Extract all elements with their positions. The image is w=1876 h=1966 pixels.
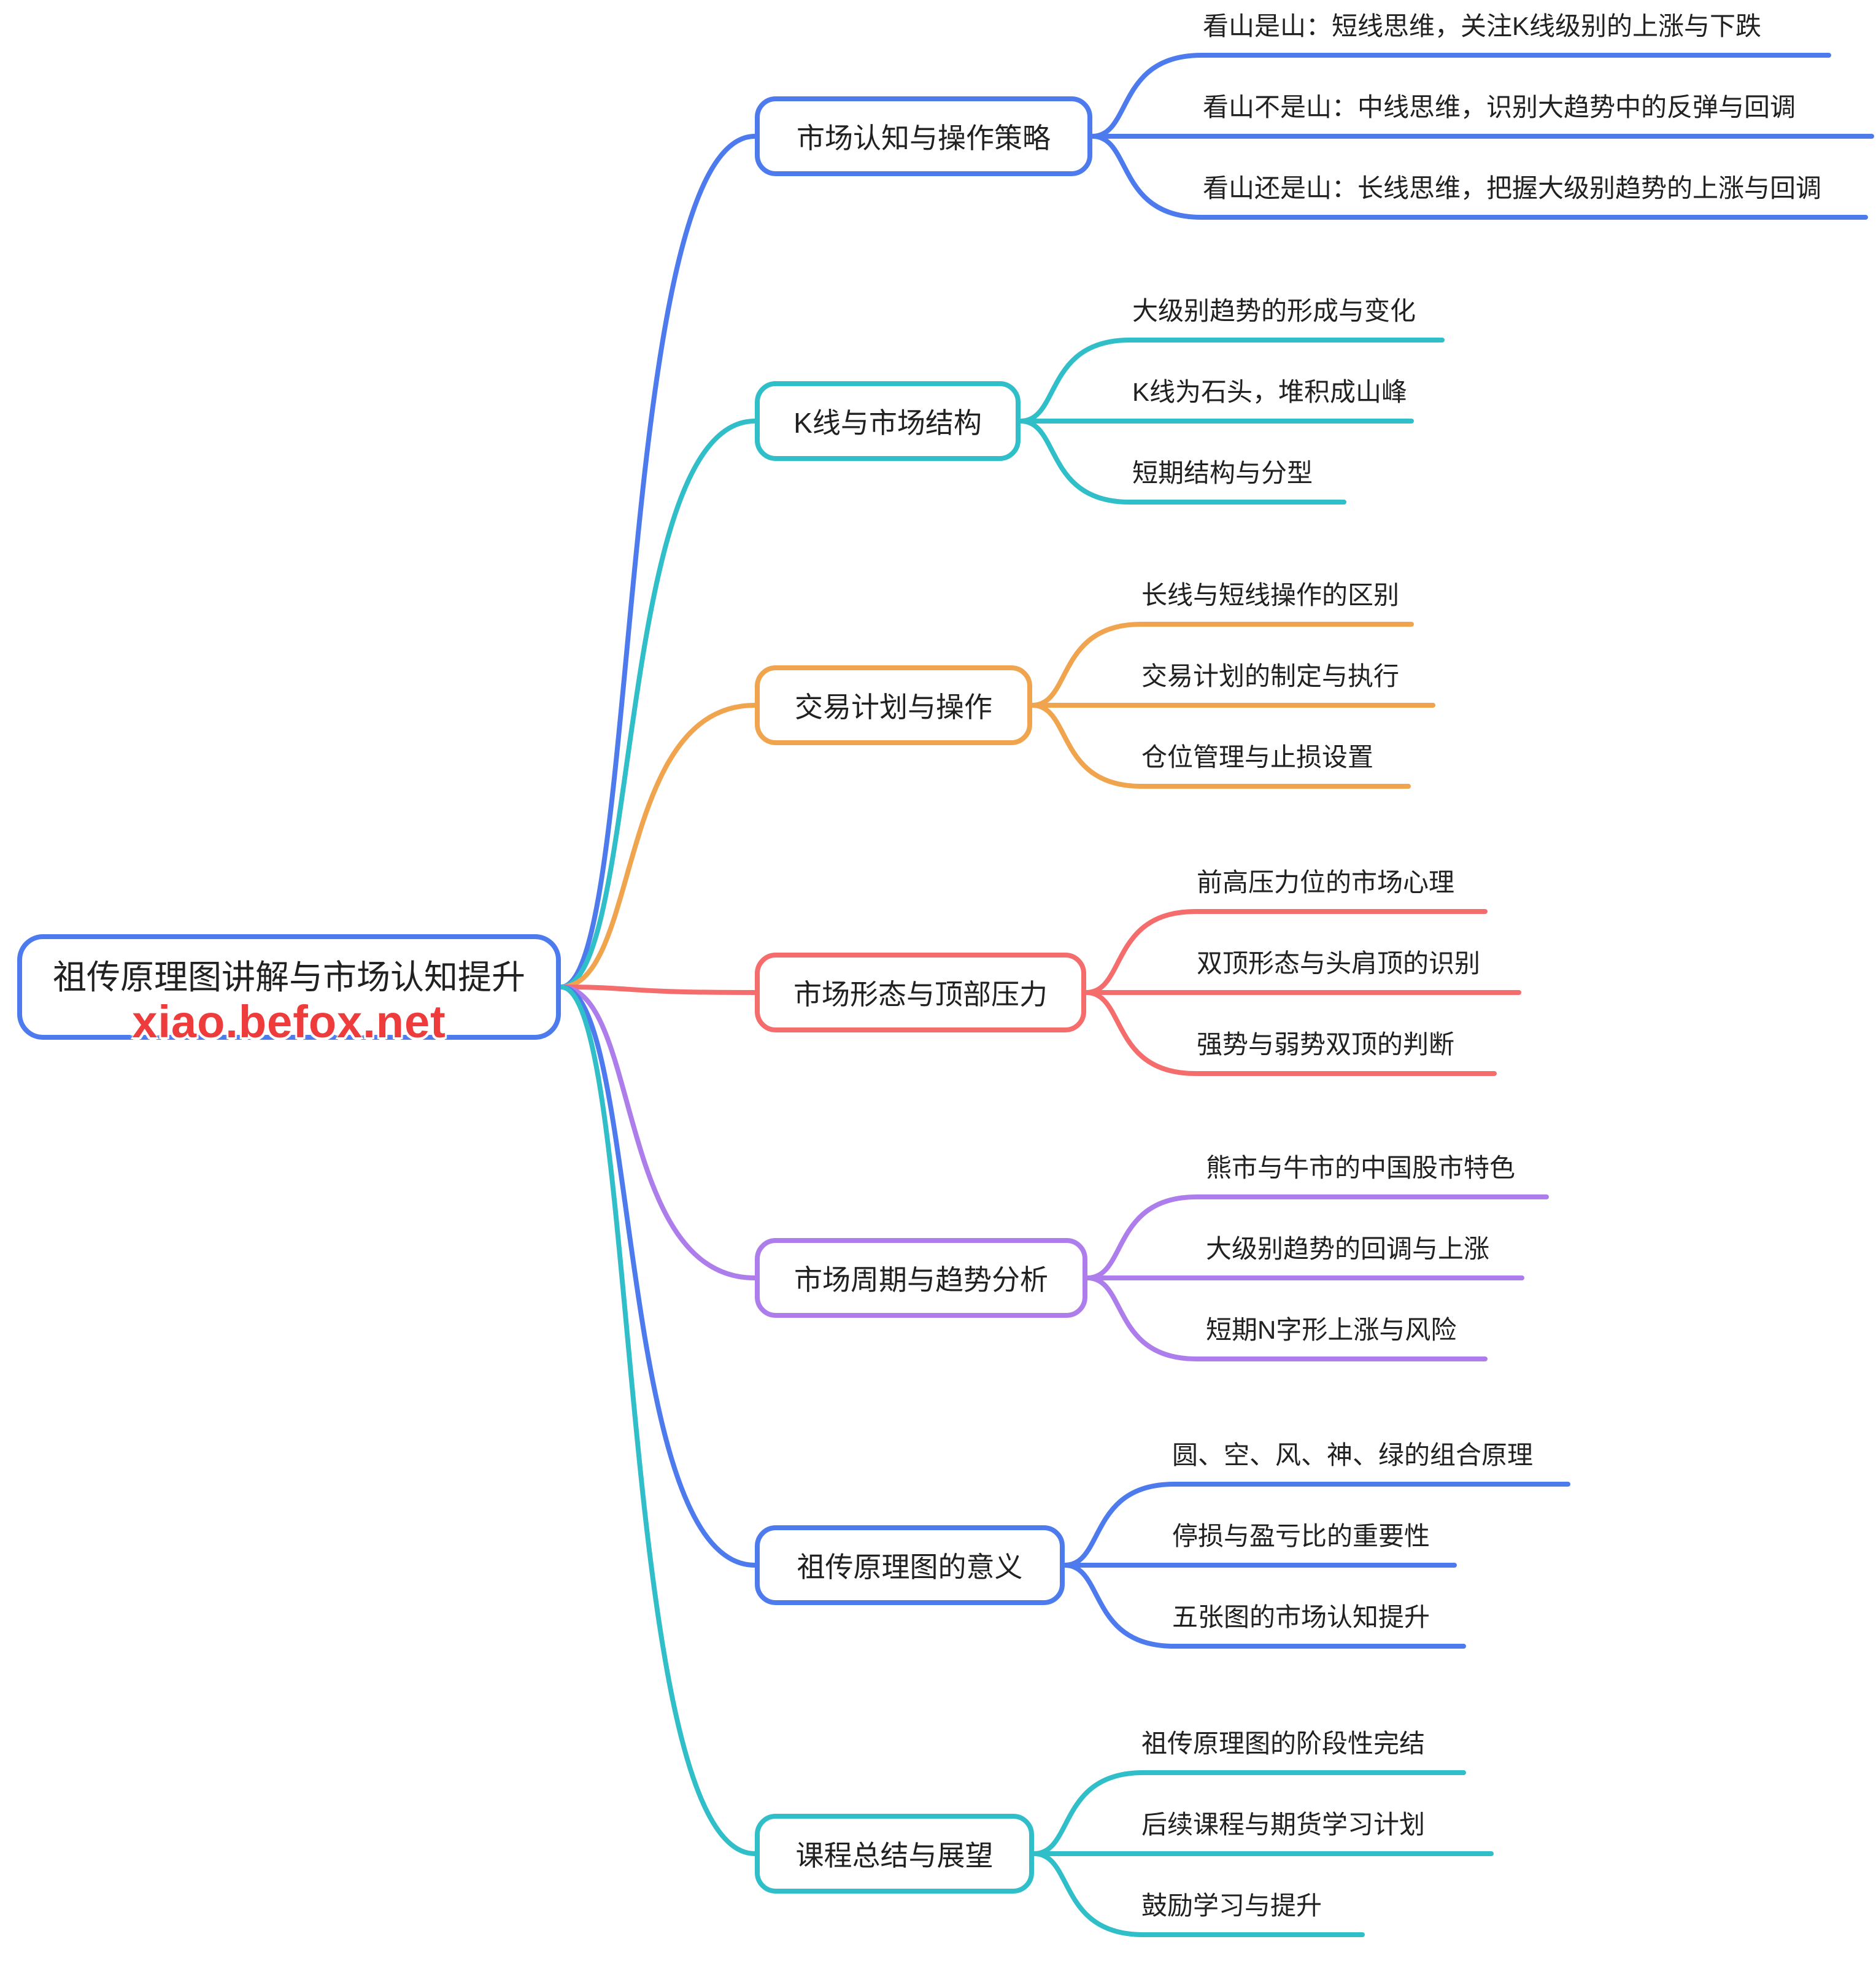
branch-node-4[interactable]: 市场形态与顶部压力 [755, 953, 1086, 1032]
connector-line [1062, 1482, 1570, 1568]
connector-line [558, 703, 757, 989]
subtopic-6-2[interactable]: 停损与盈亏比的重要性 [1172, 1522, 1430, 1550]
subtopic-1-1[interactable]: 看山是山：短线思维，关注K线级别的上涨与下跌 [1203, 12, 1762, 41]
subtopic-2-1[interactable]: 大级别趋势的形成与变化 [1132, 296, 1416, 325]
branch-label-4: 市场形态与顶部压力 [793, 978, 1048, 1010]
branch-node-3[interactable]: 交易计划与操作 [755, 665, 1032, 745]
subtopic-5-3[interactable]: 短期N字形上涨与风险 [1206, 1315, 1457, 1344]
branch-label-6: 祖传原理图的意义 [797, 1551, 1023, 1583]
subtopic-5-1[interactable]: 熊市与牛市的中国股市特色 [1206, 1153, 1516, 1182]
connector-line [1090, 53, 1831, 139]
subtopic-5-2[interactable]: 大级别趋势的回调与上涨 [1206, 1234, 1490, 1263]
subtopic-6-1[interactable]: 圆、空、风、神、绿的组合原理 [1172, 1441, 1534, 1469]
subtopic-3-1[interactable]: 长线与短线操作的区别 [1141, 581, 1400, 610]
subtopic-2-2[interactable]: K线为石头，堆积成山峰 [1132, 377, 1408, 406]
connector-line [1084, 909, 1488, 995]
subtopic-4-3[interactable]: 强势与弱势双顶的判断 [1197, 1030, 1455, 1059]
branch-label-5: 市场周期与趋势分析 [794, 1264, 1048, 1296]
connector-line [558, 985, 757, 1856]
root-title: 祖传原理图讲解与市场认知提升 [52, 958, 525, 996]
subtopic-1-3[interactable]: 看山还是山：长线思维，把握大级别趋势的上涨与回调 [1203, 174, 1822, 203]
connector-line [1030, 622, 1414, 708]
connector-line [1018, 338, 1445, 424]
branch-label-2: K线与市场结构 [793, 407, 982, 439]
connector-line [1085, 1194, 1549, 1280]
subtopic-3-2[interactable]: 交易计划的制定与执行 [1141, 662, 1400, 691]
subtopic-7-3[interactable]: 鼓励学习与提升 [1141, 1891, 1322, 1920]
connector-line [1084, 990, 1497, 1076]
connector-line [1032, 1851, 1365, 1937]
connector-line [1062, 1563, 1466, 1649]
root-node[interactable]: 祖传原理图讲解与市场认知提升 xiao.befox.net [17, 934, 561, 1047]
subtopic-7-2[interactable]: 后续课程与期货学习计划 [1141, 1810, 1426, 1839]
connector-line [1085, 1275, 1488, 1361]
subtopic-2-3[interactable]: 短期结构与分型 [1132, 459, 1313, 487]
branch-label-7: 课程总结与展望 [795, 1840, 994, 1871]
connector-line [1018, 419, 1346, 505]
subtopic-1-2[interactable]: 看山不是山：中线思维，识别大趋势中的反弹与回调 [1203, 93, 1796, 122]
connector-line [558, 985, 757, 995]
subtopic-4-2[interactable]: 双顶形态与头肩顶的识别 [1197, 949, 1481, 978]
connector-line [558, 985, 757, 1280]
branch-node-2[interactable]: K线与市场结构 [755, 381, 1021, 461]
branch-label-3: 交易计划与操作 [795, 691, 992, 723]
branch-label-1: 市场认知与操作策略 [797, 122, 1051, 154]
connector-line [1090, 134, 1868, 220]
connector-line [558, 134, 757, 989]
branch-node-7[interactable]: 课程总结与展望 [755, 1814, 1034, 1894]
branch-node-1[interactable]: 市场认知与操作策略 [755, 96, 1092, 176]
branch-node-6[interactable]: 祖传原理图的意义 [755, 1525, 1065, 1605]
subtopic-7-1[interactable]: 祖传原理图的阶段性完结 [1141, 1729, 1426, 1758]
branch-node-5[interactable]: 市场周期与趋势分析 [755, 1238, 1087, 1318]
connector-line [1030, 703, 1411, 789]
watermark-text: xiao.befox.net [132, 996, 446, 1047]
connector-line [558, 419, 757, 989]
subtopic-6-3[interactable]: 五张图的市场认知提升 [1172, 1603, 1430, 1631]
connector-line [558, 985, 757, 1568]
subtopic-3-3[interactable]: 仓位管理与止损设置 [1141, 743, 1374, 772]
subtopic-4-1[interactable]: 前高压力位的市场心理 [1197, 868, 1455, 897]
connector-line [1032, 1770, 1466, 1856]
